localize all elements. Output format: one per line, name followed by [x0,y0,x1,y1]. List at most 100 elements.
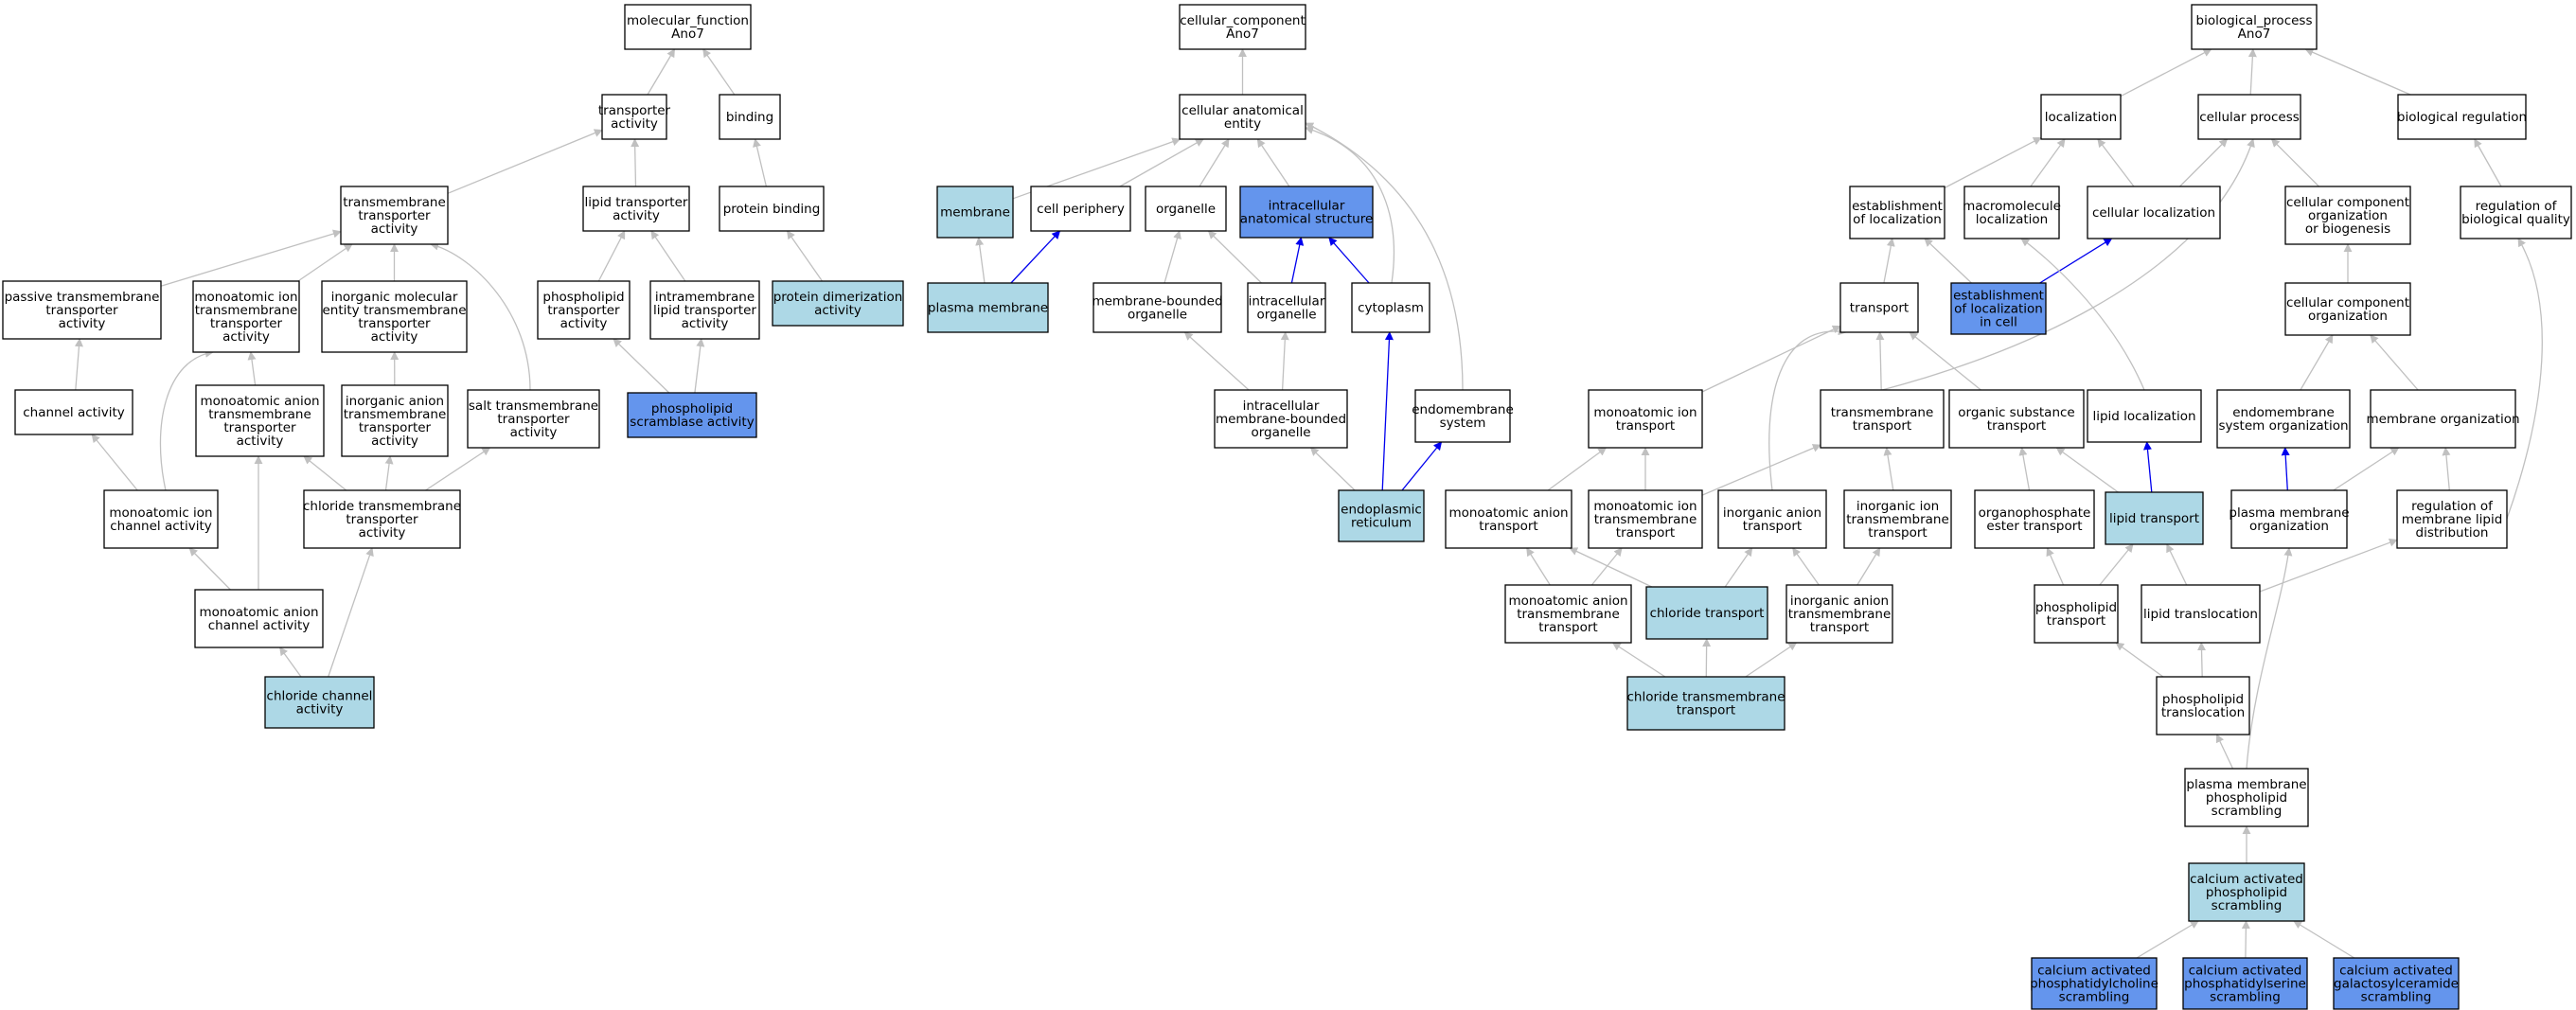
node-box [303,489,461,549]
edge-line [631,138,640,187]
edge-line [1207,230,1262,284]
edge-line [2166,543,2188,586]
node-box [2034,584,2119,644]
edge-line [1701,444,1821,496]
node-box [2031,957,2158,1010]
edge-line [2099,543,2134,586]
edge-pm_scrambling-to-pm_org [2246,547,2293,770]
node-label-line: transmembrane [1517,607,1620,622]
node-box [14,389,133,435]
node-label-line: transport [2047,613,2105,629]
node-box [2184,768,2309,827]
node-label-line: entity [1224,116,1261,132]
node-box [2284,186,2411,245]
node-label-line: membrane organization [2366,412,2519,427]
node-label-line: monoatomic ion [194,290,297,305]
node-box [194,589,324,648]
node-label-line: monoatomic anion [1508,594,1627,609]
edge-lipid_loc-to-macro_loc [2020,238,2145,391]
node-label-line: organelle [1128,308,1187,323]
edge-passive_tm-to-tm_transporter [160,229,342,287]
edge-reg_lipid-to-mem_org [2442,447,2451,491]
edge-line [188,547,231,591]
node-label-line: scrambling [2212,804,2283,819]
node-label-line: monoatomic anion [1448,505,1568,521]
edges-layer [74,48,2543,959]
node-label-line: protein dimerization [773,290,903,305]
node-lipid-transloc: lipid translocation [2141,584,2261,644]
node-label-line: anatomical structure [1240,212,1374,227]
edge-line [1256,138,1290,187]
edge-plasma_membrane-to-membrane [975,237,986,284]
node-bio-reg: biological regulation [2397,94,2527,140]
edge-chloride_channel-to-chloride_tm_act [328,547,374,678]
edge-line [2300,334,2334,391]
node-label-line: ester transport [1986,519,2082,534]
node-label-line: biological quality [2461,212,2570,227]
edge-mb_organelle-to-organelle [1164,230,1181,284]
node-label-line: transport [1677,703,1735,718]
node-label-line: plasma membrane [928,301,1048,316]
node-label-line: transporter [359,420,432,435]
node-label-line: organization [2249,519,2329,534]
node-label-line: entity transmembrane [322,303,466,318]
node-label-line: calcium activated [2037,964,2151,979]
node-label-line: inorganic anion [1790,594,1889,609]
edge-er-to-intra_mb_organelle [1309,447,1356,491]
edge-line [2442,447,2451,491]
node-label-line: transport [1743,519,1802,534]
edge-line [2097,138,2135,187]
node-label-line: activity [510,425,558,440]
node-label-line: translocation [2161,705,2245,720]
edge-transport-to-est_loc [1883,238,1895,284]
edge-periphery-to-cae [1119,138,1204,187]
edge-line [1381,331,1394,491]
edge-line [2293,920,2355,959]
edge-line [597,230,626,282]
edge-line [786,230,824,282]
edge-line [303,455,347,491]
edge-lipid_transporter-to-transporter [631,138,640,187]
edge-ccob-to-cellular_process [2270,138,2319,187]
edge-line [159,348,214,491]
node-label-line: regulation of [2411,499,2494,514]
edge-anion_tm_transport-to-ion_tm_transport [1590,547,1623,586]
edge-line [1881,138,2255,391]
node-box [627,392,757,438]
node-cell-loc: cellular localization [2087,186,2221,239]
edge-line [1909,331,1981,391]
edge-line [1883,238,1895,284]
node-label-line: lipid translocation [2143,607,2258,622]
edge-line [1183,331,1250,391]
edge-line [2197,642,2207,678]
node-label-line: phospholipid [542,290,624,305]
edge-line [2039,238,2113,284]
nodes-layer: molecular_functionAno7transporteractivit… [2,4,2572,1010]
edge-line [694,338,705,394]
edge-line [2474,138,2502,187]
node-box [601,94,667,140]
node-box [1717,489,1827,549]
node-ion-tm: monoatomic iontransmembranetransporterac… [192,280,300,353]
edge-line [1792,547,1820,586]
edge-endomembrane-to-cae [1305,122,1464,391]
edge-line [384,455,394,491]
edge-pm_scrambling-to-pl_transloc [2215,734,2234,770]
node-box [1414,389,1511,443]
edge-line [279,647,302,678]
node-label-line: membrane lipid [2402,512,2503,527]
node-label-line: transporter [223,420,296,435]
node-label-line: intramembrane [655,290,755,305]
node-label-line: transport [1850,301,1909,316]
